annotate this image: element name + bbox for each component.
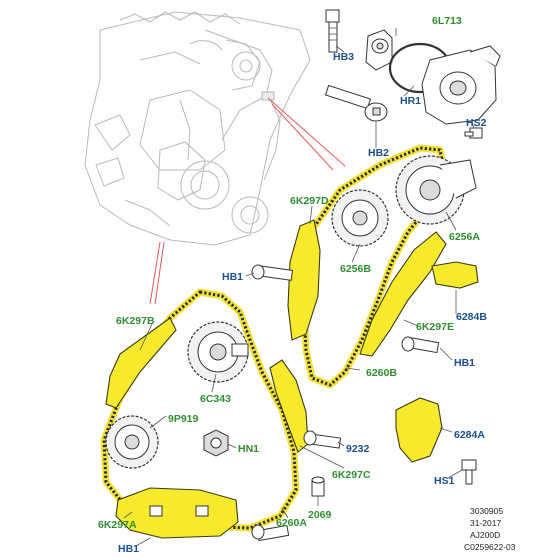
label-6284a: 6284A — [454, 429, 485, 441]
ref-illustration-id: C0259622-03 — [464, 542, 516, 552]
vct-solenoid-group — [325, 9, 501, 139]
label-6256a: 6256A — [449, 231, 480, 243]
label-6256b: 6256B — [340, 263, 371, 275]
label-hn1: HN1 — [238, 443, 259, 455]
upper-timing-chain — [300, 144, 449, 389]
label-hb1-top: HB1 — [222, 271, 243, 283]
label-6k297b: 6K297B — [116, 315, 155, 327]
crankshaft-sprocket-9p919 — [105, 415, 159, 469]
label-6c343: 6C343 — [200, 393, 231, 405]
label-hs1: HS1 — [434, 475, 455, 487]
idler-sprocket-6c343 — [187, 321, 249, 383]
label-6k297a: 6K297A — [98, 519, 137, 531]
tensioner-6284a — [395, 397, 443, 463]
bolt-hb1-top — [251, 264, 294, 281]
bolt-9232 — [303, 430, 342, 449]
guide-6k297a-detail — [149, 505, 209, 517]
leader-lines — [123, 28, 475, 547]
dowel-2069 — [311, 476, 325, 497]
label-6k297e: 6K297E — [416, 321, 454, 333]
reference-block: 3030905 31-2017 AJ200D C0259622-03 — [464, 506, 516, 552]
label-hb1-right: HB1 — [454, 357, 475, 369]
label-hb1-bottom: HB1 — [118, 543, 139, 555]
callout-labels: 6L713 HB3 HR1 HS2 HB2 6K297D 6256A HB1 6… — [98, 15, 487, 555]
label-hb3: HB3 — [333, 51, 354, 63]
label-6l713: 6L713 — [432, 15, 462, 27]
guide-6k297a — [115, 487, 239, 539]
bolt-hb1-right — [401, 336, 440, 354]
screw-hs2 — [464, 127, 483, 139]
guide-6k297b — [105, 317, 177, 409]
label-hs2: HS2 — [466, 117, 487, 129]
label-hr1: HR1 — [400, 95, 421, 107]
camshaft-sprocket-6256a — [395, 155, 477, 225]
tensioner-6284b — [431, 261, 479, 289]
ref-number: 3030905 — [470, 506, 503, 516]
label-9232: 9232 — [346, 443, 370, 455]
guide-6k297d — [287, 219, 321, 341]
label-6260a: 6260A — [276, 517, 307, 529]
camshaft-sprocket-6256b — [331, 189, 389, 247]
bolt-hb3 — [325, 9, 340, 53]
label-6k297d: 6K297D — [290, 195, 329, 207]
label-9p919: 9P919 — [168, 413, 199, 425]
label-hb2: HB2 — [368, 147, 389, 159]
pointer-lines — [149, 97, 346, 305]
nut-hn1 — [203, 429, 229, 457]
cover-6l713 — [421, 45, 501, 125]
bolt-hb2 — [324, 84, 388, 122]
screw-hs1 — [461, 459, 477, 485]
engine-block-ghost — [84, 11, 311, 246]
ref-date: 31-2017 — [470, 518, 501, 528]
label-6k297c: 6K297C — [332, 469, 371, 481]
solenoid-valve — [365, 29, 393, 71]
label-2069: 2069 — [308, 509, 332, 521]
guide-6k297e — [359, 231, 447, 357]
bolt-hb1-bottom — [251, 524, 290, 542]
ref-engine-code: AJ200D — [470, 530, 500, 540]
label-6260b: 6260B — [366, 367, 397, 379]
label-6284b: 6284B — [456, 311, 487, 323]
